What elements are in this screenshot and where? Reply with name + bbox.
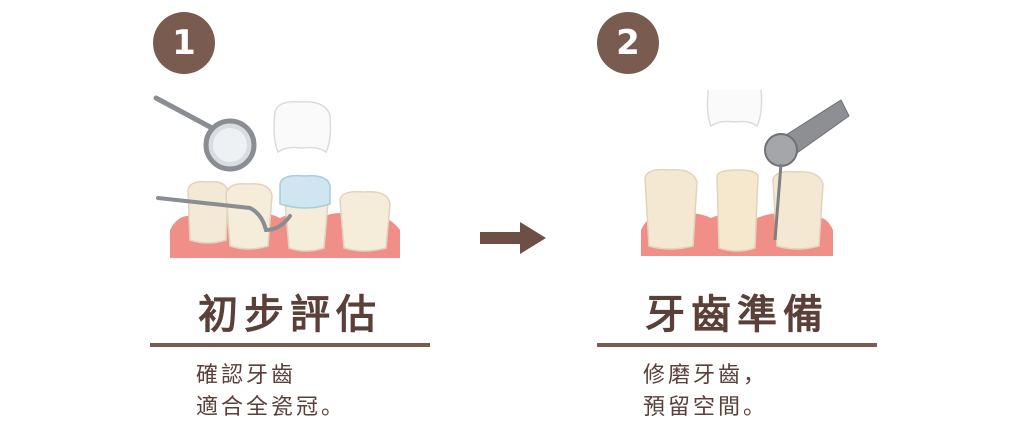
description-line: 修磨牙齒， [643,363,769,388]
description-line: 適合全瓷冠。 [196,395,347,420]
step-number-badge: 1 [153,12,215,74]
arrow-right-icon [480,222,546,254]
description-line: 預留空間。 [643,395,769,420]
step-number-badge: 2 [597,12,659,74]
step-description: 確認牙齒 適合全瓷冠。 [196,360,346,424]
dental-exam-illustration [153,95,400,258]
step-description: 修磨牙齒， 預留空間。 [643,360,768,424]
step-1: 1 初步評估 確認牙齒 適合全瓷冠。 [150,0,450,436]
divider [150,343,430,347]
tooth-preparation-illustration [641,90,850,256]
step-2: 2 牙齒準備 修磨牙齒， 預留空間。 [597,0,897,436]
divider [597,343,877,347]
step-title: 初步評估 [198,292,382,338]
step-title: 牙齒準備 [645,292,829,338]
description-line: 確認牙齒 [196,363,297,388]
